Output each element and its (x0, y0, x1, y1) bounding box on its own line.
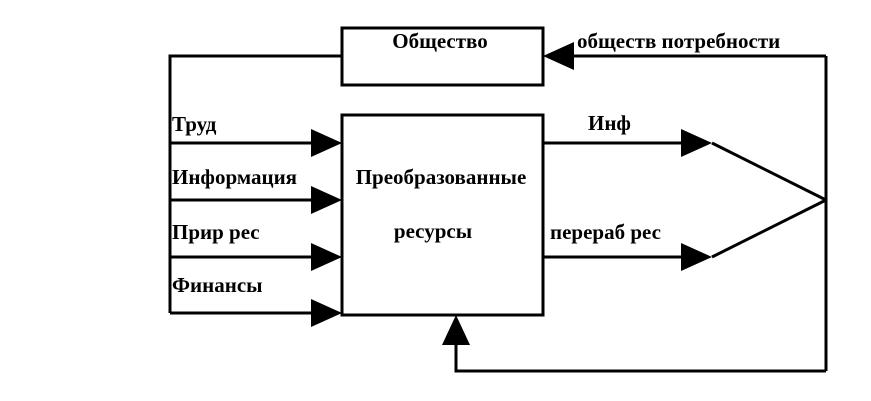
finance-arrowhead (311, 299, 342, 327)
information-label: Информация (172, 165, 297, 189)
output-processed-label: перераб рес (550, 220, 661, 244)
information-arrowhead (311, 186, 342, 214)
natural-resources-arrowhead (311, 243, 342, 271)
output-information-arrowhead (681, 129, 712, 157)
needs-feedback-arrowhead (543, 42, 574, 70)
output-information-label: Инф (588, 111, 631, 135)
labor-arrowhead (311, 129, 342, 157)
bottom-feedback-arrowhead (442, 315, 470, 345)
society-label: Общество (392, 29, 487, 53)
bottom-feedback-line (454, 340, 826, 373)
output-processed-arrowhead (681, 243, 712, 271)
needs-feedback-label: обществ потребности (577, 29, 780, 53)
resources-box (340, 113, 545, 317)
resources-label-line1: Преобразованные (356, 165, 527, 189)
society-to-inputs-connector (168, 54, 342, 313)
converge-upper-line (711, 141, 827, 202)
resources-label-line2: ресурсы (394, 219, 472, 243)
labor-label: Труд (172, 112, 217, 136)
natural-resources-label: Прир рес (172, 220, 260, 244)
converge-lower-line (711, 198, 827, 259)
finance-label: Финансы (172, 273, 263, 297)
